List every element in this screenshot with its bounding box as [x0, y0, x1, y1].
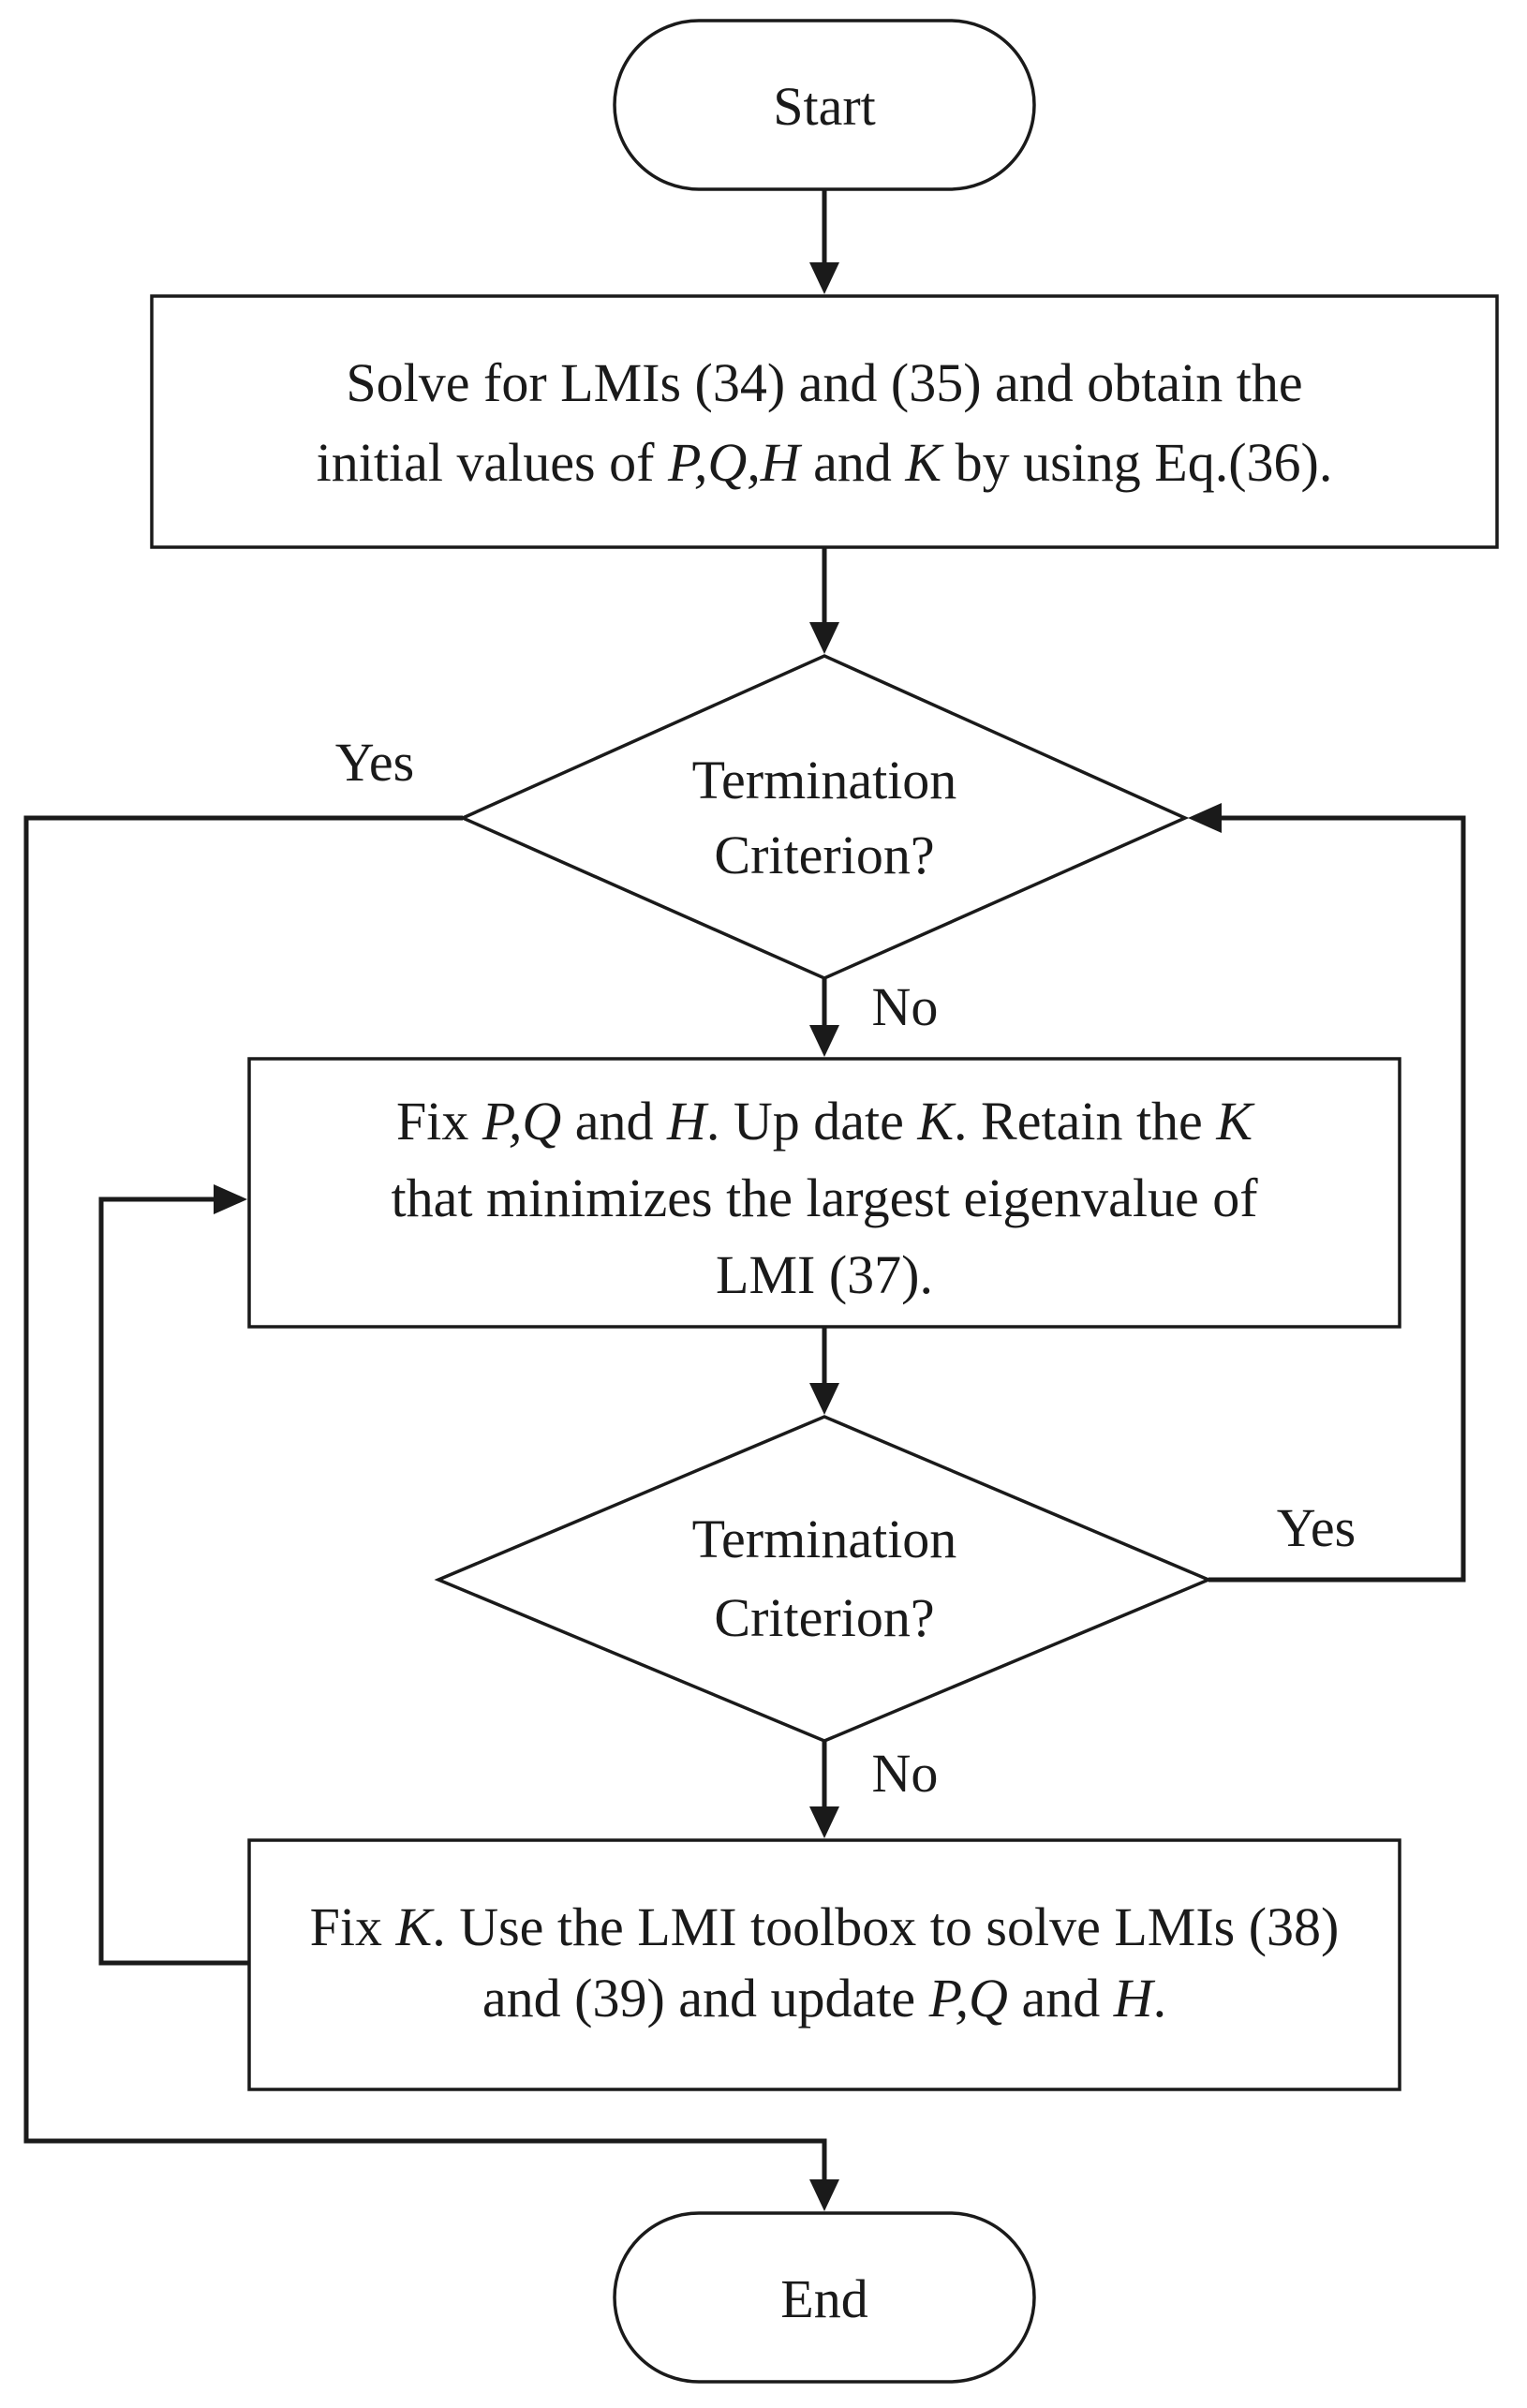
init-process-box: Solve for LMIs (34) and (35) and obtain …	[150, 294, 1499, 549]
update-k-process-box: Fix P,Q and H. Up date K. Retain the K t…	[247, 1057, 1401, 1329]
decision1-node: Termination Criterion?	[458, 654, 1190, 980]
update-k-line2: that minimizes the largest eigenvalue of	[391, 1167, 1258, 1228]
decision1-line1: Termination	[692, 750, 957, 810]
end-label: End	[780, 2268, 867, 2329]
decision1-no-label: No	[872, 976, 939, 1037]
start-node: Start	[613, 19, 1036, 191]
arrow-decision2-yes-to-decision1	[1188, 803, 1466, 1583]
init-box-line1: Solve for LMIs (34) and (35) and obtain …	[346, 352, 1302, 413]
update-pqh-process-box: Fix K. Use the LMI toolbox to solve LMIs…	[247, 1838, 1401, 2091]
decision2-node: Termination Criterion?	[434, 1415, 1213, 1743]
update-pqh-line1: Fix K. Use the LMI toolbox to solve LMIs…	[310, 1896, 1340, 1957]
start-label: Start	[773, 76, 876, 137]
init-box-line2: initial values of P,Q,H and K by using E…	[317, 432, 1333, 493]
decision2-no-label: No	[872, 1743, 939, 1804]
update-k-line1: Fix P,Q and H. Up date K. Retain the K	[396, 1091, 1255, 1152]
decision2-yes-label: Yes	[1277, 1497, 1356, 1558]
end-node: End	[613, 2211, 1036, 2384]
arrow-update-pqh-to-update-k	[98, 1184, 249, 1966]
update-k-line3: LMI (37).	[716, 1244, 933, 1305]
arrow-decision1-no-to-update-k	[809, 978, 839, 1057]
arrow-init-to-decision1	[809, 547, 839, 654]
arrow-decision1-yes-to-end	[23, 815, 839, 2211]
arrow-decision2-no-to-update-pqh	[809, 1741, 839, 1838]
arrow-start-to-init	[809, 189, 839, 294]
update-pqh-line2: and (39) and update P,Q and H.	[482, 1968, 1166, 2029]
decision1-line2: Criterion?	[714, 825, 934, 885]
decision1-yes-label: Yes	[335, 732, 414, 793]
arrow-update-k-to-decision2	[809, 1327, 839, 1415]
decision2-line2: Criterion?	[714, 1587, 934, 1648]
decision2-line1: Termination	[692, 1509, 957, 1569]
